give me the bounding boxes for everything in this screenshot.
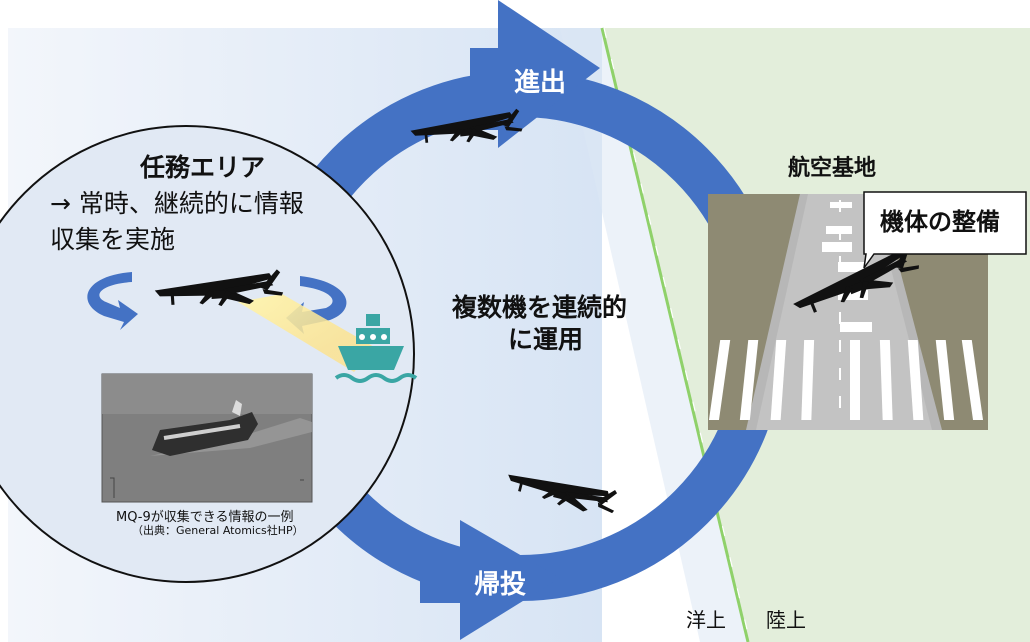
runway-photo [708, 194, 988, 430]
outbound-arrowhead [498, 0, 600, 148]
mission-desc-line1: → 常時、継続的に情報 [50, 189, 304, 218]
inbound-label: 帰投 [474, 570, 527, 600]
maintenance-bubble [863, 191, 1027, 269]
mission-desc-line2: 収集を実施 [50, 225, 176, 254]
outbound-label: 進出 [514, 68, 567, 98]
ir-photo [101, 373, 313, 503]
land-label: 陸上 [766, 608, 806, 632]
center-label-line2: に運用 [508, 325, 584, 354]
mission-title: 任務エリア [140, 153, 266, 182]
photo-source: （出典：General Atomics社HP） [132, 524, 304, 537]
inbound-arrowhead [460, 520, 560, 640]
center-label-line1: 複数機を連続的 [452, 293, 628, 322]
ship-icon [334, 314, 418, 383]
photo-caption: MQ-9が収集できる情報の一例 [116, 510, 294, 525]
maintenance-label: 機体の整備 [880, 208, 1000, 236]
orbit-arrow-left-icon [87, 272, 138, 330]
sea-label: 洋上 [686, 608, 726, 632]
base-title: 航空基地 [788, 156, 877, 181]
